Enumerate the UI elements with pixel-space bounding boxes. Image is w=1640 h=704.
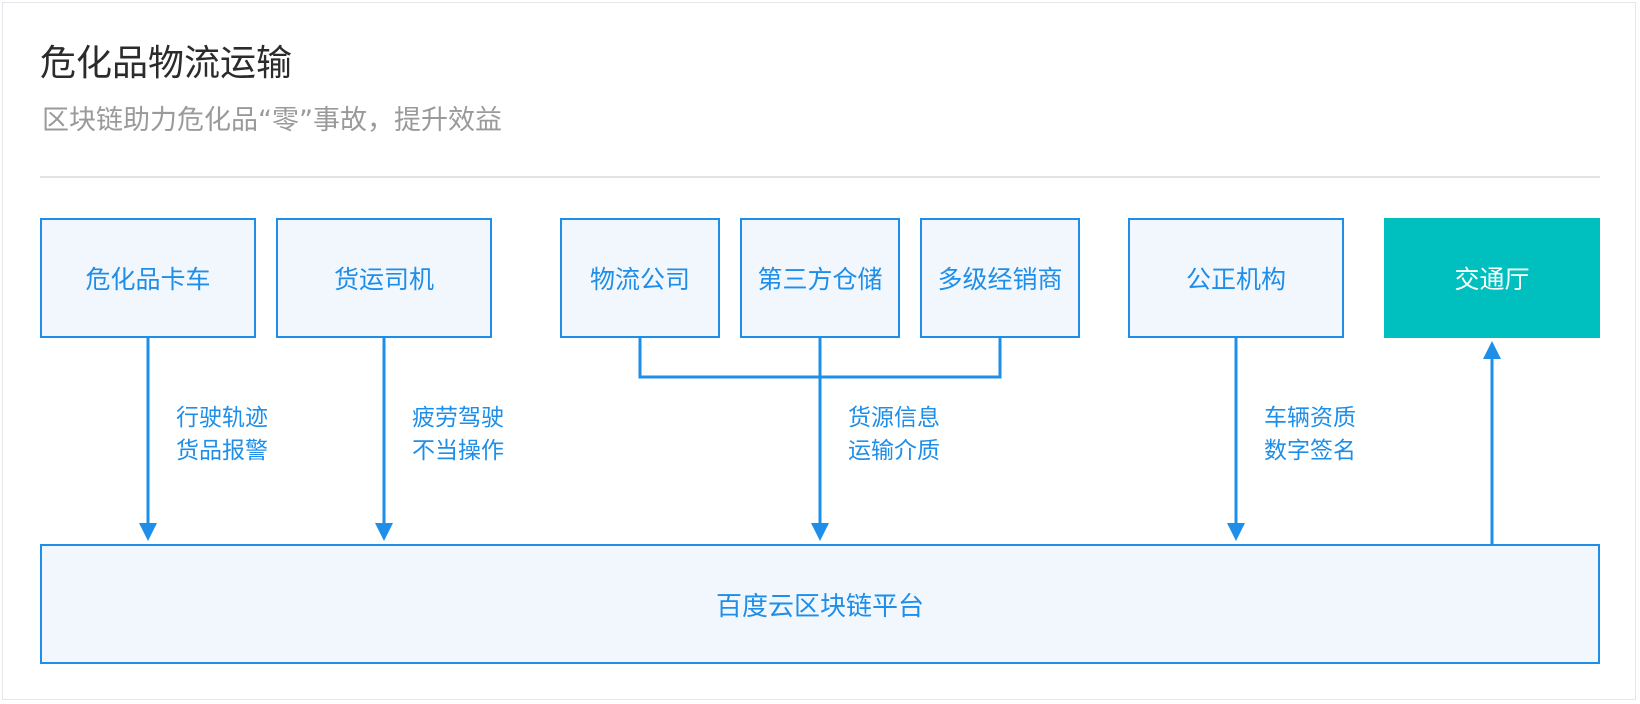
edge-label-driver: 疲劳驾驶 不当操作 bbox=[412, 402, 504, 468]
page-title: 危化品物流运输 bbox=[40, 43, 293, 84]
node-warehouse: 第三方仓储 bbox=[740, 218, 900, 338]
edge-label-line: 货品报警 bbox=[176, 438, 268, 464]
node-platform: 百度云区块链平台 bbox=[40, 544, 1600, 664]
edge-label-notary: 车辆资质 数字签名 bbox=[1264, 402, 1356, 468]
node-truck: 危化品卡车 bbox=[40, 218, 256, 338]
edge-label-line: 运输介质 bbox=[848, 438, 940, 464]
node-logistics: 物流公司 bbox=[560, 218, 720, 338]
node-transport-dept: 交通厅 bbox=[1384, 218, 1600, 338]
edge-label-line: 车辆资质 bbox=[1264, 405, 1356, 431]
edge-label-line: 数字签名 bbox=[1264, 438, 1356, 464]
edge-label-logistics: 货源信息 运输介质 bbox=[848, 402, 940, 468]
edge-label-line: 不当操作 bbox=[412, 438, 504, 464]
page-subtitle: 区块链助力危化品“零”事故，提升效益 bbox=[42, 105, 502, 136]
edge-label-line: 货源信息 bbox=[848, 405, 940, 431]
node-dealer: 多级经销商 bbox=[920, 218, 1080, 338]
node-driver: 货运司机 bbox=[276, 218, 492, 338]
edge-label-truck: 行驶轨迹 货品报警 bbox=[176, 402, 268, 468]
node-notary: 公正机构 bbox=[1128, 218, 1344, 338]
edge-label-line: 疲劳驾驶 bbox=[412, 405, 504, 431]
header-divider bbox=[40, 176, 1600, 178]
edge-label-line: 行驶轨迹 bbox=[176, 405, 268, 431]
